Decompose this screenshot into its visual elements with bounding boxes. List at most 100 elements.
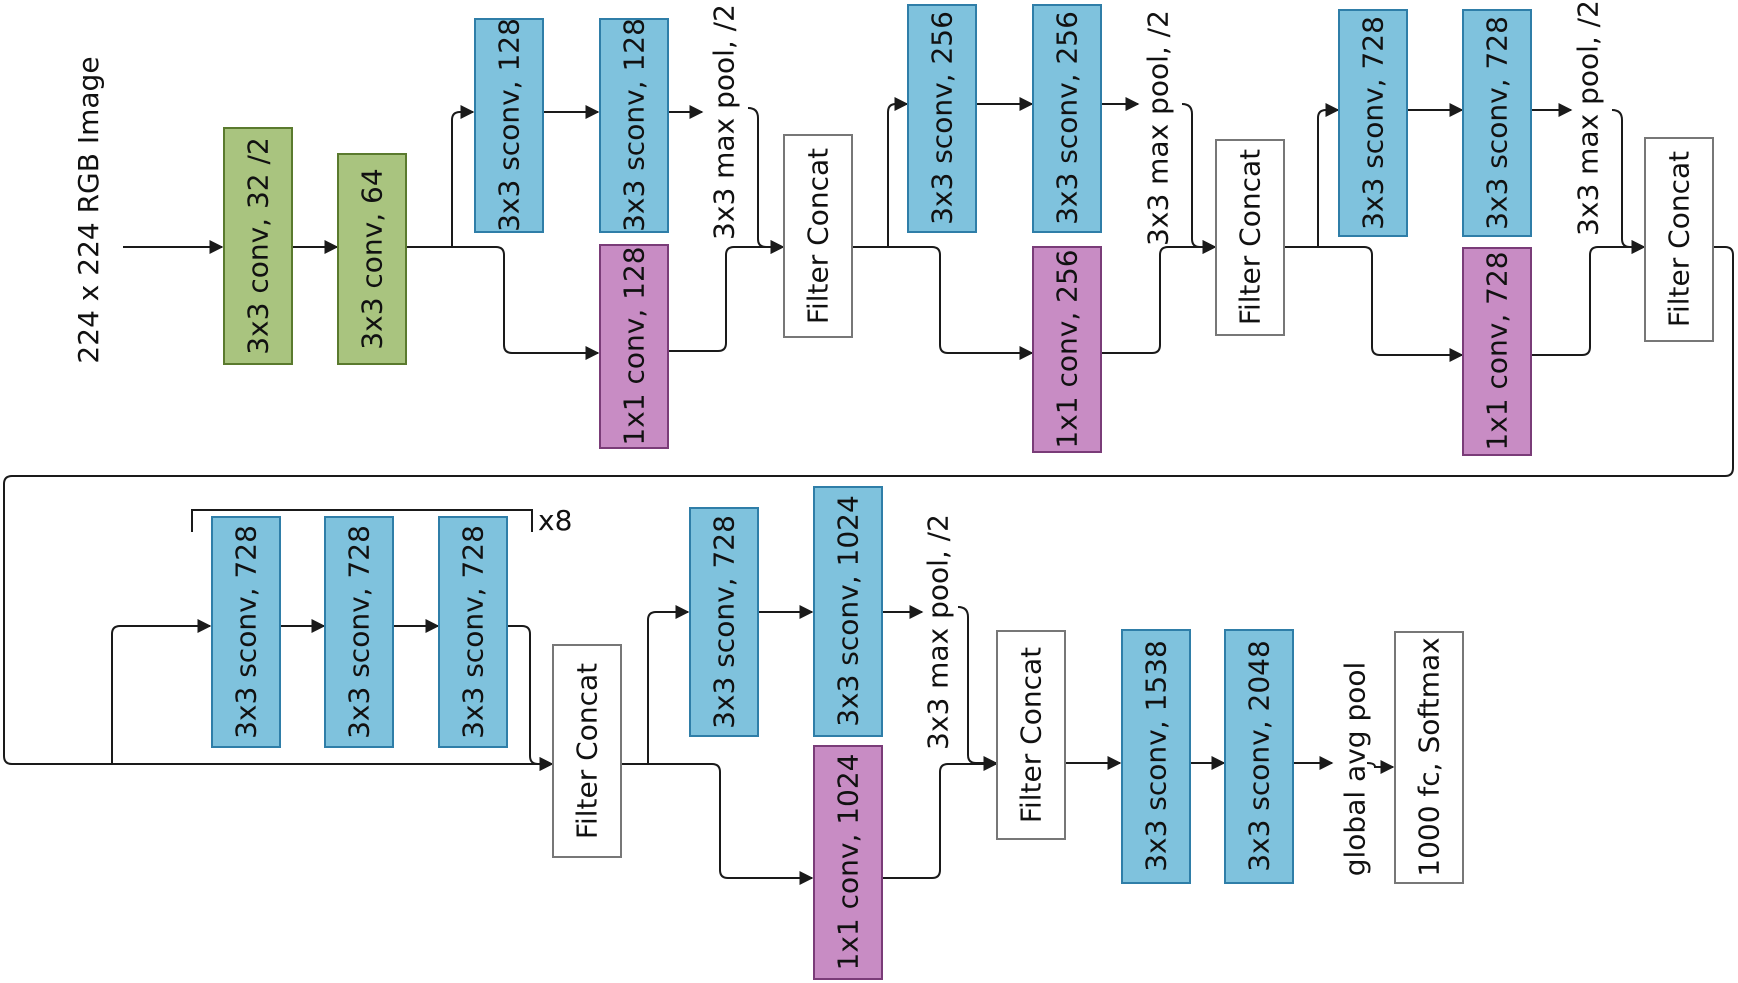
exit-flow-gap-label: global avg pool [1339, 662, 1372, 877]
edge-split1-up [451, 105, 475, 247]
entry-block-2-sconv-b-box [1032, 4, 1102, 233]
entry-block-3-sconv-a-box [1338, 9, 1408, 237]
stem-conv-1-box [223, 127, 293, 365]
entry-block-3: 3x3 sconv, 728 3x3 sconv, 728 3x3 max po… [1338, 0, 1714, 456]
middle-flow-sconv-2-box [324, 516, 394, 748]
entry-block-3-sconv-a-label: 3x3 sconv, 728 [1357, 16, 1390, 230]
entry-block-2-residual-label: 1x1 conv, 256 [1051, 249, 1084, 448]
entry-block-3-sconv-b-box [1462, 9, 1532, 237]
entry-block-3-sconv-b: 3x3 sconv, 728 [1462, 9, 1532, 237]
middle-flow-repeat-label: x8 [538, 504, 572, 537]
exit-flow-fc-label: 1000 fc, Softmax [1413, 637, 1446, 876]
entry-block-1-sconv-b: 3x3 sconv, 128 [599, 18, 669, 233]
entry-block-1-sconv-b-box [599, 18, 669, 233]
exit-flow-concat-label: Filter Concat [1015, 647, 1048, 823]
exit-flow-sconv-d: 3x3 sconv, 2048 [1224, 629, 1294, 884]
entry-block-3-residual-box [1462, 247, 1532, 456]
middle-flow-sconv-2: 3x3 sconv, 728 [324, 516, 394, 748]
entry-block-2-pool-label: 3x3 max pool, /2 [1142, 10, 1175, 246]
exit-flow: 3x3 sconv, 728 3x3 sconv, 1024 3x3 max p… [689, 486, 1464, 980]
middle-flow-sconv-3-label: 3x3 sconv, 728 [457, 525, 490, 739]
entry-block-1-sconv-b-label: 3x3 sconv, 128 [618, 18, 651, 232]
exit-flow-concat-box [996, 630, 1066, 840]
entry-block-2-concat-box [1215, 139, 1285, 336]
entry-block-2: 3x3 sconv, 256 3x3 sconv, 256 3x3 max po… [907, 4, 1285, 453]
exit-flow-sconv-d-label: 3x3 sconv, 2048 [1243, 640, 1276, 872]
middle-flow: x8 3x3 sconv, 728 3x3 sconv, 728 3x3 sco… [211, 504, 622, 858]
middle-flow-concat: Filter Concat [552, 644, 622, 858]
exit-flow-sconv-b: 3x3 sconv, 1024 [813, 486, 883, 737]
exit-flow-sconv-c: 3x3 sconv, 1538 [1121, 629, 1191, 884]
middle-flow-sconv-1-box [211, 516, 281, 748]
edge-exit-split-down [648, 763, 814, 885]
entry-block-2-sconv-a: 3x3 sconv, 256 [907, 4, 977, 233]
exit-flow-fc-box [1394, 631, 1464, 884]
entry-block-2-residual-box [1032, 246, 1102, 453]
edge-exit-pool-to-concat [957, 606, 998, 770]
middle-flow-sconv-2-label: 3x3 sconv, 728 [343, 525, 376, 739]
entry-block-1: 3x3 sconv, 128 3x3 sconv, 128 3x3 max po… [474, 4, 853, 449]
middle-flow-sconv-3: 3x3 sconv, 728 [438, 516, 508, 748]
entry-block-1-pool-label: 3x3 max pool, /2 [708, 4, 741, 240]
middle-flow-concat-box [552, 644, 622, 858]
entry-block-1-residual-box [599, 244, 669, 449]
entry-block-1-residual-label: 1x1 conv, 128 [618, 246, 651, 445]
edge-b3-pool-to-concat [1611, 109, 1646, 254]
exit-flow-sconv-c-box [1121, 629, 1191, 884]
edge-split2-up [887, 97, 909, 247]
entry-block-2-residual: 1x1 conv, 256 [1032, 246, 1102, 453]
middle-flow-sconv-1: 3x3 sconv, 728 [211, 516, 281, 748]
edge-b2-residual-to-concat [1102, 240, 1217, 354]
middle-flow-sconv-3-box [438, 516, 508, 748]
entry-block-2-sconv-b-label: 3x3 sconv, 256 [1051, 11, 1084, 225]
entry-block-2-sconv-a-label: 3x3 sconv, 256 [926, 11, 959, 225]
exit-flow-residual: 1x1 conv, 1024 [813, 745, 883, 980]
entry-block-1-sconv-a-label: 3x3 sconv, 128 [493, 18, 526, 232]
entry-block-2-concat-label: Filter Concat [1234, 149, 1267, 325]
edge-mid-sconv3-to-concat [507, 625, 554, 771]
exit-flow-concat: Filter Concat [996, 630, 1066, 840]
edge-gap-to-fc [1366, 760, 1395, 774]
exit-flow-sconv-c-label: 3x3 sconv, 1538 [1140, 640, 1173, 872]
edge-mid-split-up [111, 619, 212, 764]
stem-conv-2-box [337, 153, 407, 365]
edge-b1-pool-to-concat [747, 107, 785, 254]
middle-flow-sconv-1-label: 3x3 sconv, 728 [230, 525, 263, 739]
edge-b3-residual-to-concat [1531, 240, 1646, 356]
entry-block-2-sconv-a-box [907, 4, 977, 233]
edge-exit-split-up [647, 605, 690, 764]
input-label-text: 224 x 224 RGB Image [72, 56, 105, 363]
edge-b1-residual-to-concat [669, 240, 785, 352]
entry-block-2-concat: Filter Concat [1215, 139, 1285, 336]
entry-block-2-sconv-b: 3x3 sconv, 256 [1032, 4, 1102, 233]
entry-block-3-concat-box [1644, 137, 1714, 342]
entry-block-1-sconv-a-box [474, 18, 544, 233]
entry-block-3-concat-label: Filter Concat [1663, 151, 1696, 327]
middle-flow-concat-label: Filter Concat [571, 663, 604, 839]
entry-block-1-concat: Filter Concat [783, 134, 853, 338]
exit-flow-sconv-a: 3x3 sconv, 728 [689, 507, 759, 737]
edges [3, 97, 1734, 885]
entry-block-1-sconv-a: 3x3 sconv, 128 [474, 18, 544, 233]
edge-split3-down [1318, 246, 1464, 362]
stem-conv-2: 3x3 conv, 64 [337, 153, 407, 365]
entry-block-3-sconv-b-label: 3x3 sconv, 728 [1481, 16, 1514, 230]
edge-exit-residual-to-concat [883, 757, 998, 879]
exit-flow-pool-label: 3x3 max pool, /2 [922, 514, 955, 750]
input-label: 224 x 224 RGB Image [72, 56, 105, 363]
exit-flow-sconv-a-box [689, 507, 759, 737]
stem-conv-1: 3x3 conv, 32 /2 [223, 127, 293, 365]
entry-block-3-sconv-a: 3x3 sconv, 728 [1338, 9, 1408, 237]
edge-split1-down [452, 246, 600, 360]
entry-block-3-residual: 1x1 conv, 728 [1462, 247, 1532, 456]
exit-flow-residual-box [813, 745, 883, 980]
exit-flow-sconv-a-label: 3x3 sconv, 728 [708, 515, 741, 729]
edge-wrap-to-middle-flow [3, 246, 1734, 771]
entry-block-3-concat: Filter Concat [1644, 137, 1714, 342]
exit-flow-sconv-b-box [813, 486, 883, 737]
edge-b2-pool-to-concat [1181, 103, 1217, 254]
edge-split3-up [1317, 103, 1340, 247]
edge-split2-down [888, 246, 1034, 360]
entry-block-1-residual: 1x1 conv, 128 [599, 244, 669, 449]
